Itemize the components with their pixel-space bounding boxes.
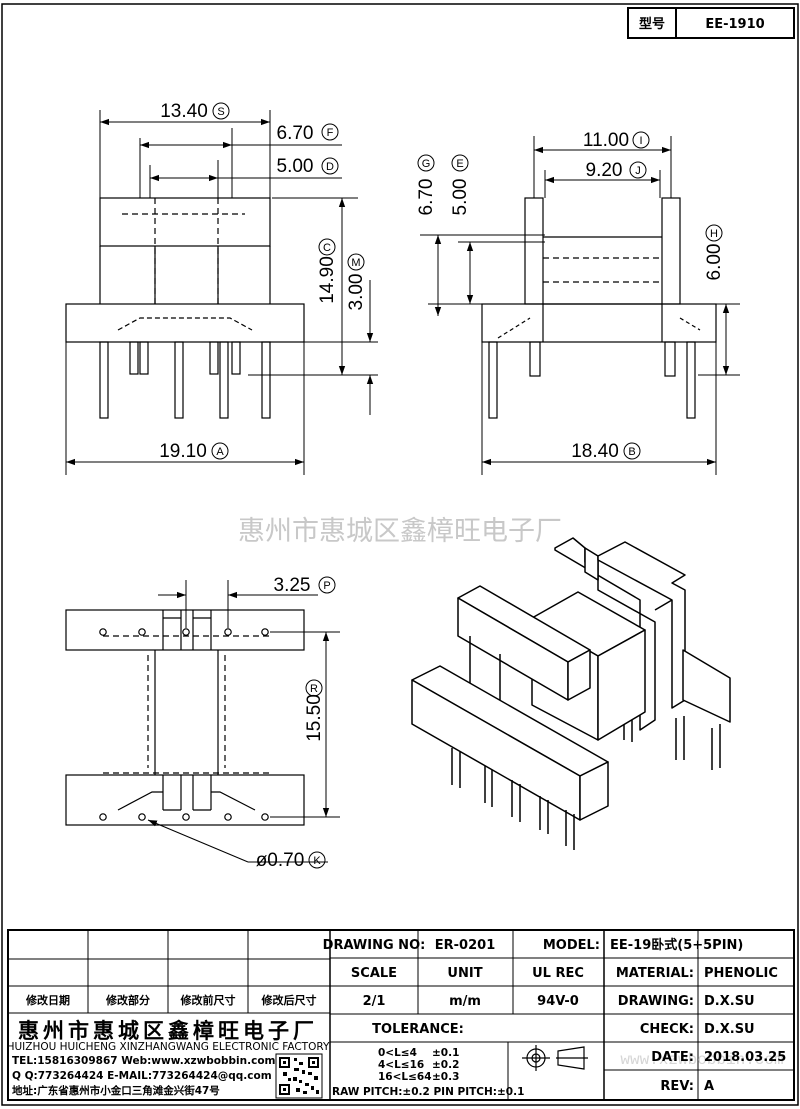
dim-f-value: 6.70 — [277, 123, 314, 144]
header-label: 型号 — [639, 16, 665, 32]
dim-m-letter: M — [351, 257, 360, 269]
model-value: EE-19卧式(5+5PIN) — [610, 937, 743, 953]
rev-header-date: 修改日期 — [25, 993, 70, 1007]
side-view-dimensions — [420, 136, 740, 475]
tolerance-label: TOLERANCE: — [372, 1022, 464, 1037]
rev-header-after: 修改后尺寸 — [261, 993, 317, 1007]
watermark-url: www.xzwbobbin.com — [620, 1051, 783, 1069]
dim-s-value: 13.40 — [160, 101, 208, 122]
qr-code-icon — [275, 1053, 323, 1099]
dim-h-letter: H — [710, 228, 718, 240]
projection-symbol-icon — [522, 1045, 588, 1071]
rev-header-part: 修改部分 — [105, 993, 150, 1007]
dim-d-value: 5.00 — [277, 156, 314, 177]
header-model-code: EE-1910 — [705, 17, 764, 32]
material-label: MATERIAL: — [616, 966, 694, 981]
dim-r-letter: R — [310, 683, 318, 695]
title-block-grid — [7, 929, 795, 1101]
company-address: 地址:广东省惠州市小金口三角滩金兴街47号 — [12, 1084, 220, 1097]
dim-s-letter: S — [217, 106, 224, 118]
dim-h-value: 6.00 — [704, 244, 725, 281]
dim-c-letter: C — [323, 242, 331, 254]
bottom-view-dimensions — [147, 580, 340, 863]
model-header: 型号 EE-1910 — [627, 7, 795, 39]
scale-value: 2/1 — [363, 994, 386, 1009]
dim-p-letter: P — [323, 580, 330, 592]
bottom-view — [65, 609, 305, 826]
drawing-label: DRAWING: — [618, 994, 694, 1009]
dim-b-value: 18.40 — [571, 441, 619, 462]
front-view — [65, 197, 305, 419]
dim-a-letter: A — [216, 446, 224, 458]
pitch-tolerance: RAW PITCH:±0.2 PIN PITCH:±0.1 — [332, 1086, 524, 1098]
company-qq: Q Q:773264424 E-MAIL:773264424@qq.com — [12, 1070, 272, 1082]
tolerance-value-2: ±0.2 — [432, 1059, 459, 1071]
rev-label: REV: — [660, 1079, 694, 1094]
dim-j-letter: J — [635, 165, 641, 177]
model-label: MODEL: — [543, 938, 600, 953]
company-tel: TEL:15816309867 Web:www.xzwbobbin.com — [12, 1055, 276, 1067]
front-view-dimensions — [65, 110, 378, 475]
dim-i-letter: I — [639, 135, 642, 147]
dim-a-value: 19.10 — [159, 441, 207, 462]
check-label: CHECK: — [640, 1022, 694, 1037]
dim-m-value: 3.00 — [346, 274, 367, 311]
dim-j-value: 9.20 — [586, 160, 623, 181]
watermark-text: 惠州市惠城区鑫樟旺电子厂 — [238, 516, 562, 547]
rev-value: A — [704, 1079, 714, 1094]
ul-label: UL REC — [532, 966, 584, 981]
dim-d-letter: D — [326, 161, 334, 173]
date-value: 2018.03.25 — [704, 1050, 786, 1065]
company-name-en: HUIZHOU HUICHENG XINZHANGWANG ELECTRONIC… — [7, 1041, 330, 1053]
dim-k-value: ø0.70 — [256, 850, 305, 871]
date-label: DATE: — [651, 1050, 694, 1065]
check-value: D.X.SU — [704, 1022, 755, 1037]
tolerance-range-1: 0<L≤4 — [378, 1047, 417, 1059]
dim-e-value: 5.00 — [450, 179, 471, 216]
dim-g-letter: G — [422, 158, 431, 170]
unit-label: UNIT — [447, 966, 482, 981]
dim-c-value: 14.90 — [317, 256, 338, 304]
tolerance-range-3: 16<L≤64 — [378, 1071, 432, 1083]
isometric-view — [411, 537, 731, 850]
rev-header-before: 修改前尺寸 — [180, 993, 236, 1007]
dim-f-letter: F — [327, 127, 334, 139]
scale-label: SCALE — [351, 966, 397, 981]
drawing-no-label: DRAWING NO: — [323, 938, 426, 953]
dim-k-letter: K — [313, 855, 321, 867]
dim-g-value: 6.70 — [416, 179, 437, 216]
tolerance-value-3: ±0.3 — [432, 1071, 459, 1083]
unit-value: m/m — [449, 994, 481, 1009]
company-name-cn: 惠州市惠城区鑫樟旺电子厂 — [18, 1018, 318, 1043]
material-value: PHENOLIC — [704, 966, 778, 981]
tolerance-range-2: 4<L≤16 — [378, 1059, 424, 1071]
tolerance-value-1: ±0.1 — [432, 1047, 459, 1059]
dim-b-letter: B — [628, 446, 635, 458]
drawing-value: D.X.SU — [704, 994, 755, 1009]
dim-e-letter: E — [456, 158, 463, 170]
drawing-no-value: ER-0201 — [435, 938, 495, 953]
dim-r-value: 15.50 — [304, 694, 325, 742]
dim-p-value: 3.25 — [274, 575, 311, 596]
dim-i-value: 11.00 — [583, 130, 629, 151]
ul-value: 94V-0 — [537, 994, 579, 1009]
